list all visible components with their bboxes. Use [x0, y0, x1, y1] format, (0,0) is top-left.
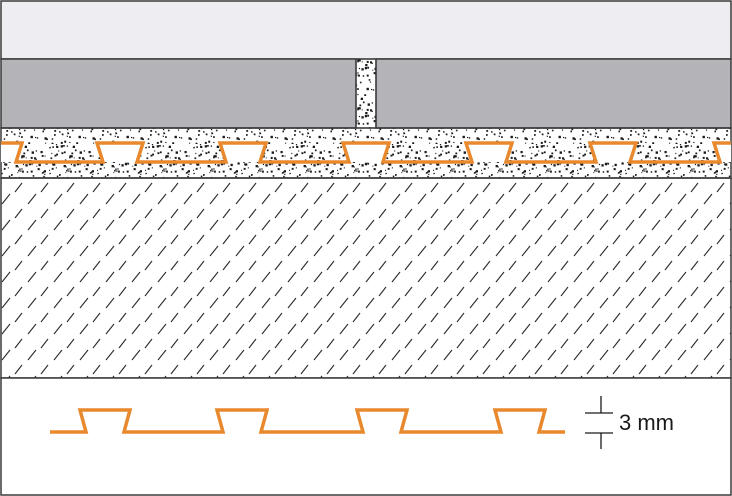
tile-right — [375, 58, 732, 129]
top-zone — [0, 0, 732, 60]
tile-left — [0, 58, 357, 129]
substrate — [0, 177, 732, 379]
detail-membrane — [50, 408, 565, 434]
detail-panel — [0, 377, 732, 496]
grout-joint — [355, 58, 377, 129]
dimension-label: 3 mm — [619, 410, 674, 435]
dimension-marker — [585, 396, 613, 449]
uncoupling-membrane — [1, 141, 731, 164]
